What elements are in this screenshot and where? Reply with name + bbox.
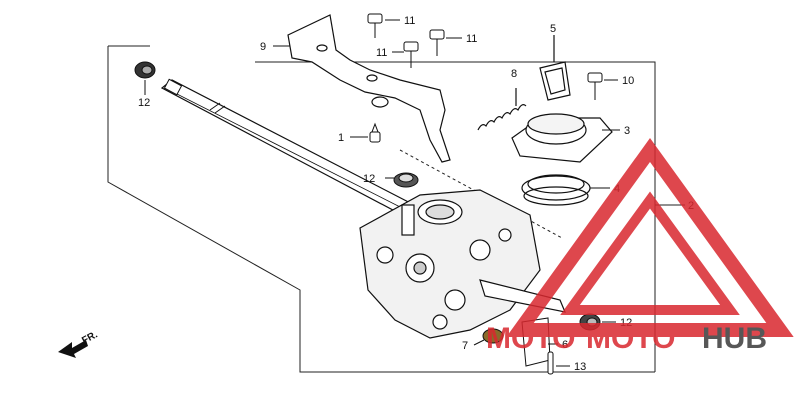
callout-12-left: 12 <box>138 97 150 109</box>
bearing-12-left <box>134 61 156 95</box>
callout-10: 10 <box>622 75 634 87</box>
callout-12-middle: 12 <box>363 173 375 185</box>
direction-label: FR. <box>80 329 100 346</box>
watermark-logo: MOTO MOTO HUB <box>486 138 794 355</box>
pin-part-1 <box>369 122 381 143</box>
watermark-text-3: HUB <box>702 322 767 355</box>
callout-6: 6 <box>562 339 568 351</box>
bolt-10 <box>587 72 603 100</box>
pin-part-13 <box>547 351 554 375</box>
cover-part-3 <box>511 113 613 163</box>
callout-11-left: 11 <box>376 47 387 59</box>
watermark-text-1: MOTO <box>486 322 575 355</box>
callout-9: 9 <box>260 41 266 53</box>
seal-ring-part-4 <box>521 174 591 206</box>
collar-part-7 <box>482 328 504 344</box>
callout-13: 13 <box>574 361 586 373</box>
watermark-text-2: MOTO <box>586 322 675 355</box>
callout-8: 8 <box>511 68 517 80</box>
callout-11-right: 11 <box>466 33 477 45</box>
front-direction-arrow: FR. <box>58 329 100 358</box>
bolts-11 <box>367 13 445 68</box>
bearing-12-middle <box>393 172 419 188</box>
bracket-part-9 <box>287 14 451 163</box>
callout-1: 1 <box>338 132 344 144</box>
callout-5: 5 <box>550 23 556 35</box>
callout-3: 3 <box>624 125 630 137</box>
seal-part-5 <box>539 35 571 101</box>
spring-part-8 <box>477 88 527 131</box>
callout-11-top: 11 <box>404 15 415 27</box>
leader-lines <box>273 19 620 367</box>
callout-7: 7 <box>462 340 468 352</box>
